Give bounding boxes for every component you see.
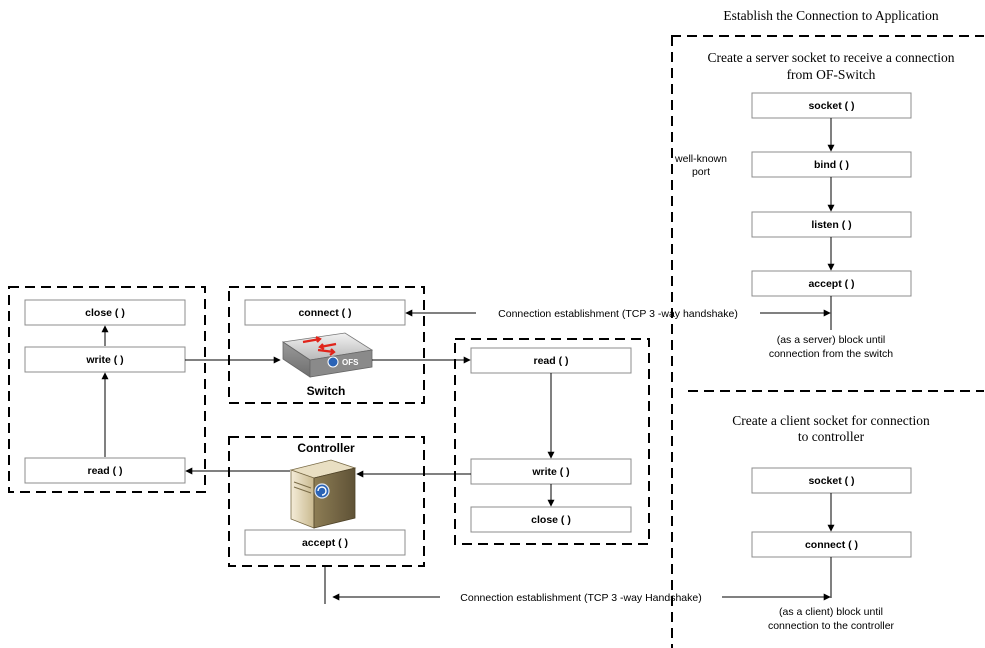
client-connect-label: connect ( )	[805, 539, 858, 551]
switch-badge: OFS	[342, 358, 359, 367]
client-block-note-line2: connection to the controller	[768, 620, 895, 632]
data-flow-arrows	[185, 356, 471, 478]
server-accept-label: accept ( )	[808, 278, 854, 290]
left-read-box	[24, 457, 186, 484]
left-app-group: close ( ) write ( ) read ( )	[8, 286, 206, 493]
port-note-line1: well-known	[674, 153, 727, 165]
connection-bottom-label: Connection establishment (TCP 3 -way Han…	[460, 592, 701, 604]
server-socket-label: socket ( )	[808, 100, 854, 112]
left-write-box	[24, 346, 186, 373]
left-close-box	[24, 299, 186, 326]
middle-close-box	[470, 506, 632, 533]
connection-top: Connection establishment (TCP 3 -way han…	[405, 308, 831, 320]
server-bind-label: bind ( )	[814, 159, 849, 171]
middle-read-box	[470, 347, 632, 374]
switch-group: connect ( ) OFS Switch	[228, 286, 425, 404]
client-socket-panel: Create a client socket for connection to…	[732, 413, 930, 632]
page-title: Establish the Connection to Application	[723, 8, 938, 23]
middle-read-label: read ( )	[533, 355, 568, 367]
switch-connect-box	[244, 299, 406, 326]
client-panel-title-line1: Create a client socket for connection	[732, 413, 930, 428]
server-listen-label: listen ( )	[811, 219, 851, 231]
left-write-label: write ( )	[85, 354, 123, 366]
client-connect-box	[751, 531, 912, 558]
controller-label: Controller	[297, 441, 355, 455]
client-block-note-line1: (as a client) block until	[779, 606, 883, 618]
middle-write-box	[470, 458, 632, 485]
port-note-line2: port	[692, 166, 710, 178]
server-socket-panel: Create a server socket to receive a conn…	[674, 50, 955, 360]
server-block-note-line2: connection from the switch	[769, 348, 893, 360]
controller-accept-label: accept ( )	[302, 537, 348, 549]
server-panel-title-line2: from OF-Switch	[787, 67, 876, 82]
switch-icon: OFS	[281, 332, 374, 378]
middle-app-group: read ( ) write ( ) close ( )	[454, 338, 650, 545]
controller-accept-box	[244, 529, 406, 556]
right-panel	[671, 35, 984, 648]
middle-close-label: close ( )	[531, 514, 571, 526]
controller-group: Controller accept ( )	[228, 436, 425, 567]
middle-write-label: write ( )	[531, 466, 569, 478]
server-accept-box	[751, 270, 912, 297]
server-panel-title-line1: Create a server socket to receive a conn…	[708, 50, 955, 65]
connection-top-label: Connection establishment (TCP 3 -way han…	[498, 308, 738, 320]
left-read-label: read ( )	[87, 465, 122, 477]
left-close-label: close ( )	[85, 307, 125, 319]
client-socket-label: socket ( )	[808, 475, 854, 487]
switch-connect-label: connect ( )	[298, 307, 351, 319]
client-panel-title-line2: to controller	[798, 429, 865, 444]
server-icon	[289, 459, 357, 529]
switch-label: Switch	[307, 384, 346, 398]
connection-bottom: Connection establishment (TCP 3 -way Han…	[324, 567, 831, 604]
server-block-note-line1: (as a server) block until	[777, 334, 886, 346]
server-bind-box	[751, 151, 912, 178]
server-socket-box	[751, 92, 912, 119]
